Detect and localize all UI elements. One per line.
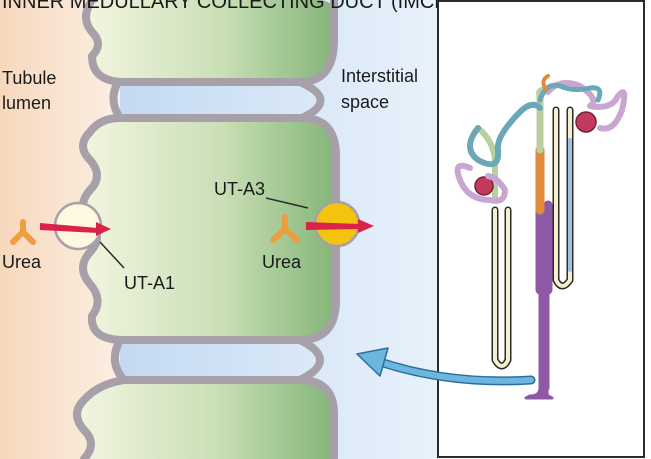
ut-a1-label: UT-A1: [124, 273, 175, 293]
header-title: INNER MEDULLARY COLLECTING DUCT (IMCD): [2, 0, 455, 13]
tight-junction-upper: [109, 78, 124, 122]
ut-a3-label: UT-A3: [214, 179, 265, 199]
lower-cell: [77, 380, 334, 459]
upper-cell-membrane: [82, 0, 338, 86]
ut-a3-leader-line: [265, 197, 309, 209]
urea-label-left: Urea: [2, 252, 42, 272]
nephron-icon: [454, 74, 628, 400]
cell-membranes: [73, 0, 340, 459]
urea-molecule-icon-right: [270, 214, 300, 243]
interstitial-label-line2: space: [341, 92, 389, 112]
upper-cell: [86, 0, 334, 82]
lateral-junction-lower: [296, 336, 324, 384]
lower-cell-membrane: [73, 376, 338, 459]
tubule-lumen-label-line1: Tubule: [2, 68, 56, 88]
tubule-lumen-label-line2: lumen: [2, 93, 51, 113]
middle-cell-membrane: [79, 114, 340, 344]
transport-arrow-icon-left: [40, 222, 111, 236]
tight-junction-lower: [110, 336, 128, 384]
pointer-arrow-icon: [356, 347, 536, 386]
interstitial-label-line1: Interstitial: [341, 66, 418, 86]
middle-cell: [83, 118, 336, 340]
ut-a1-leader-line: [99, 241, 125, 269]
urea-molecule-icon-left: [10, 219, 36, 245]
urea-label-right: Urea: [262, 252, 302, 272]
transport-arrow-icon-right: [306, 219, 374, 233]
lateral-junction-upper: [296, 78, 325, 122]
